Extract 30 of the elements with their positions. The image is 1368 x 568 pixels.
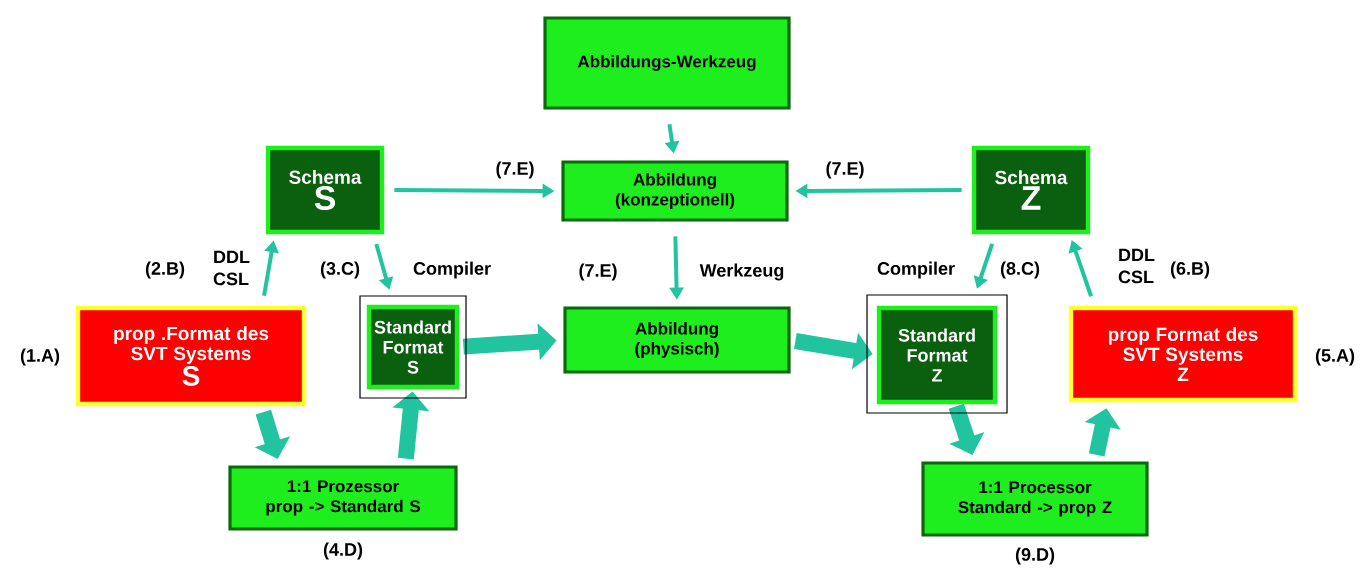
format-box: Schema S xyxy=(265,145,385,235)
label: Compiler xyxy=(877,261,955,279)
format-box: Standard Format Z xyxy=(876,305,998,405)
process-box: 1:1 Prozessor prop -> Standard S xyxy=(228,465,458,531)
label: (8.C) xyxy=(1000,261,1040,279)
label: DDL CSL xyxy=(1118,248,1155,284)
frame-box xyxy=(866,294,1008,414)
process-box: Abbildungs-Werkzeug xyxy=(543,16,791,110)
label: DDL CSL xyxy=(213,250,250,286)
frame-box xyxy=(359,295,467,399)
label: (6.B) xyxy=(1170,261,1210,279)
step-number: (5.A) xyxy=(1315,348,1355,366)
label: (7.E) xyxy=(579,263,617,281)
edge-label: (7.E) xyxy=(823,159,867,181)
process-box: 1:1 Processor Standard -> prop Z xyxy=(921,461,1149,537)
label: (2.B) xyxy=(145,261,185,279)
step-number: (4.D) xyxy=(323,542,363,560)
edge-label: (7.E) xyxy=(493,159,537,181)
format-box: prop .Format des SVT Systems S xyxy=(75,305,307,407)
edge-label: Werkzeug xyxy=(697,261,787,283)
process-box: Abbildung (physisch) xyxy=(563,306,791,374)
step-number: (1.A) xyxy=(20,348,60,366)
step-number: (9.D) xyxy=(1015,547,1055,565)
arrow xyxy=(948,403,985,455)
format-box: Schema Z xyxy=(971,145,1091,235)
process-box: Abbildung (konzeptionell) xyxy=(561,160,789,222)
label: Compiler xyxy=(413,261,491,279)
format-box: Standard Format S xyxy=(366,304,460,390)
format-box: prop Format des SVT Systems Z xyxy=(1068,305,1298,403)
label: (3.C) xyxy=(320,261,360,279)
